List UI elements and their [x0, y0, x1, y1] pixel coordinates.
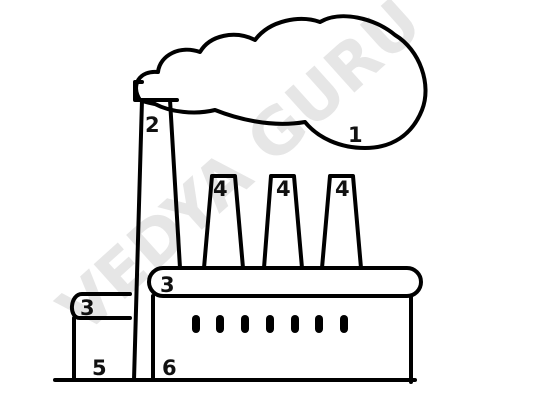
window: [340, 315, 348, 333]
label-chimney-left: 4: [213, 177, 228, 201]
window: [192, 315, 200, 333]
left-roof: [70, 292, 132, 320]
main-roof: [147, 266, 423, 298]
window: [266, 315, 274, 333]
label-chimney-middle: 4: [276, 177, 291, 201]
main-building: [151, 294, 413, 384]
smoke-cloud: [134, 14, 428, 150]
label-left-roof: 3: [80, 296, 95, 320]
window: [315, 315, 323, 333]
label-base-tall: 6: [162, 356, 177, 380]
window: [241, 315, 249, 333]
window: [291, 315, 299, 333]
chimney-left: [202, 174, 245, 270]
label-cloud: 1: [348, 123, 363, 147]
label-small-block: 5: [92, 356, 107, 380]
window: [216, 315, 224, 333]
label-tall-chimney: 2: [145, 113, 160, 137]
chimney-middle: [262, 174, 304, 270]
label-right-roof: 3: [160, 273, 175, 297]
tall-chimney: [132, 80, 182, 382]
label-chimney-right: 4: [335, 177, 350, 201]
windows: [192, 315, 348, 333]
chimney-right: [320, 174, 363, 270]
